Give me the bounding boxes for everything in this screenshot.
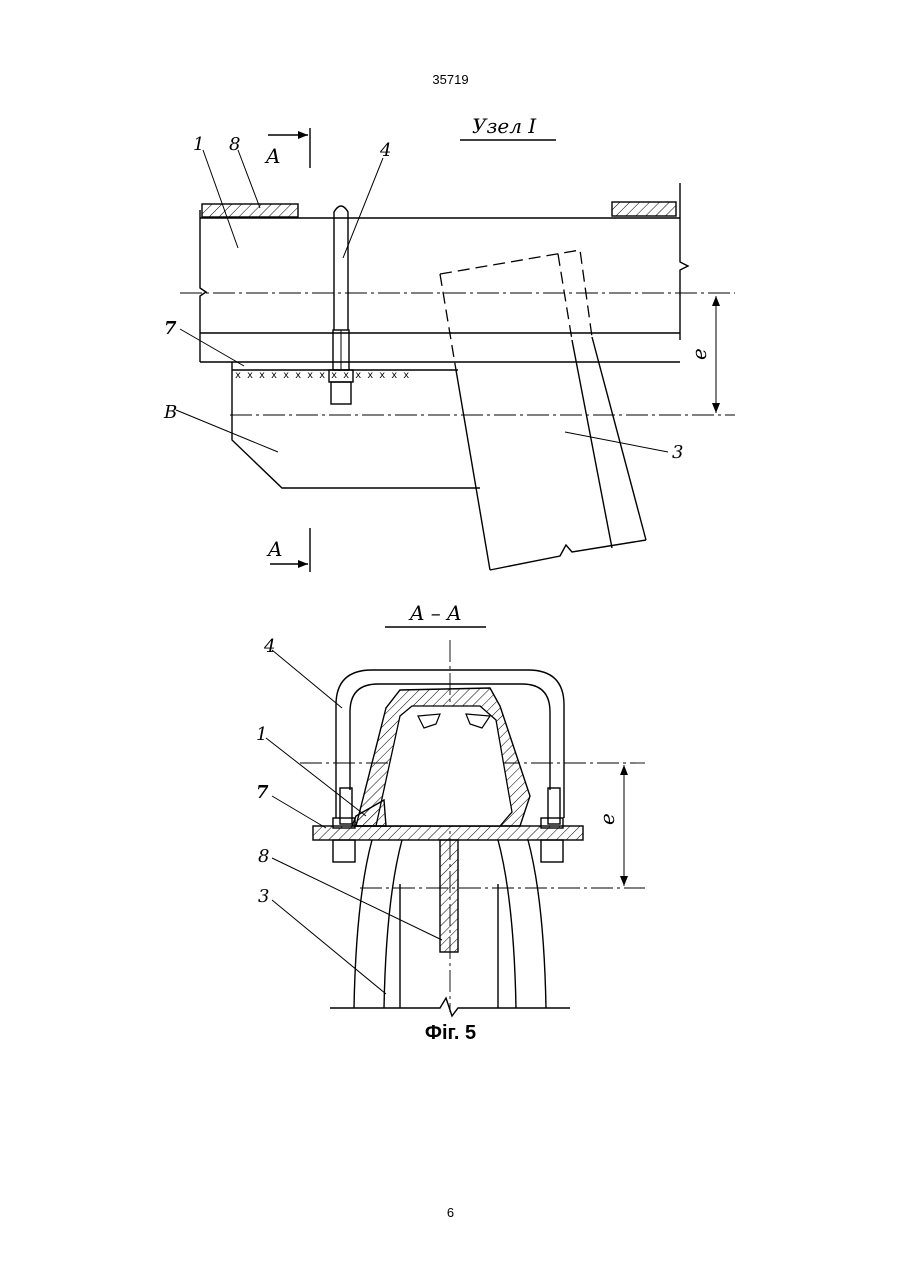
section-label-4: 4	[263, 636, 275, 657]
detail-label-8: 8	[229, 134, 240, 155]
detail-label-B: B	[163, 402, 177, 423]
section-title: A – A	[408, 601, 462, 625]
detail-label-7: 7	[164, 318, 177, 339]
detail-label-3: 3	[672, 442, 683, 463]
figure-caption: Фіг. 5	[0, 1022, 901, 1045]
section-mark-top: A	[264, 144, 280, 168]
section-label-3: 3	[258, 886, 269, 907]
detail-view: Узел I A A e xxxxxxxxx	[163, 114, 735, 572]
detail-title: Узел I	[472, 114, 537, 138]
detail-dim-e: e	[687, 348, 711, 360]
section-view: A – A e	[256, 601, 645, 1016]
weld-marks: xxxxxxxxxxxxxxx	[235, 370, 415, 381]
section-mark-bottom: A	[266, 537, 282, 561]
detail-label-1: 1	[193, 134, 204, 155]
section-label-1: 1	[256, 724, 267, 745]
detail-label-4: 4	[379, 140, 391, 161]
page-number-bottom: 6	[0, 1205, 901, 1220]
section-dim-e: e	[595, 813, 619, 825]
section-label-8: 8	[258, 846, 269, 867]
section-label-7: 7	[256, 782, 269, 803]
